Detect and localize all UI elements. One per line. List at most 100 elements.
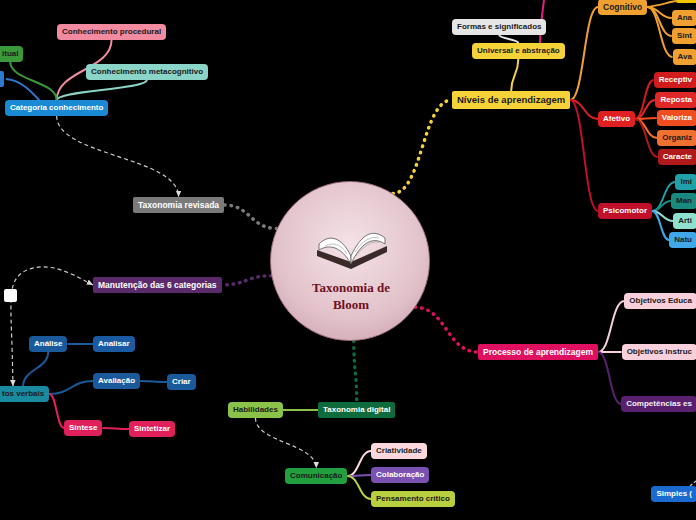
node-label: Receptiv <box>659 75 692 85</box>
topic-box: Comunicação <box>285 468 347 484</box>
topic-box: Receptiv <box>654 72 696 88</box>
branch-line <box>635 80 654 119</box>
topic-box: Afetivo <box>598 111 635 127</box>
node-label: Arti <box>678 216 692 226</box>
topic-box: Simples ( <box>651 486 696 502</box>
topic-box: Síntese <box>64 420 102 436</box>
node-label: Conhecimento metacognitivo <box>91 67 203 77</box>
topic-box: Objetivos Educa <box>624 293 696 309</box>
topic-box: Criar <box>167 374 196 390</box>
node-label: Universal e abstração <box>477 46 560 56</box>
topic-box: Colaboração <box>371 467 429 483</box>
node-label: Afetivo <box>603 114 630 124</box>
topic-box: Cognitivo <box>598 0 647 15</box>
node-label: Ana <box>677 13 692 23</box>
node-label: Pensamento crítico <box>376 494 450 504</box>
node-label: itual <box>2 49 18 59</box>
branch-stub <box>645 1 676 7</box>
topic-box: Pensamento crítico <box>371 491 455 507</box>
node-label: Manutenção das 6 categorias <box>98 280 217 290</box>
branch-box: Taxonomia revisada <box>133 197 224 213</box>
dotted-branch <box>224 205 277 228</box>
branch-line <box>283 409 318 411</box>
node-label: Análise <box>34 339 62 349</box>
topic-box: Valoriza <box>657 110 696 126</box>
branch-line <box>140 381 167 382</box>
topic-box: Formas e significados <box>452 19 546 35</box>
node-label: Taxonomia revisada <box>138 200 219 210</box>
node-label: tos verbais <box>2 389 44 399</box>
branch-line <box>499 35 518 43</box>
cut-box <box>0 71 4 87</box>
branch-line <box>570 7 598 100</box>
branch-line <box>598 301 624 352</box>
cut-box <box>676 0 696 3</box>
topic-box: Ava <box>673 49 696 65</box>
topic-box: Objetivos instruc <box>622 344 696 360</box>
topic-box: Analisar <box>93 336 135 352</box>
branch-line <box>347 476 371 499</box>
node-label: Psicomotor <box>603 206 647 216</box>
node-label: Cognitivo <box>603 2 642 12</box>
node-label: Avaliação <box>98 376 135 386</box>
node-label: Sínt <box>677 31 692 41</box>
branch-line <box>511 59 518 91</box>
topic-box: Criatividade <box>371 443 427 459</box>
node-label: Criar <box>172 377 191 387</box>
branch-line <box>102 428 129 429</box>
topic-box: Análise <box>29 336 67 352</box>
node-label: Sintetizar <box>134 424 170 434</box>
branch-line <box>49 394 64 428</box>
topic-box: Psicomotor <box>598 203 652 219</box>
node-label: Man <box>676 196 692 206</box>
node-label: Categoria conhecimento <box>10 103 103 113</box>
topic-box: Habilidades <box>228 402 283 418</box>
topic-box: Sínt <box>672 28 696 44</box>
topic-box: Natu <box>669 232 696 248</box>
node-label: Natu <box>674 235 692 245</box>
branch-line <box>652 201 671 211</box>
branch-box: Níveis de aprendizagem <box>452 91 570 108</box>
dashed-arrow <box>11 267 93 386</box>
book-page <box>351 233 385 264</box>
branch-line <box>635 119 658 157</box>
page-lines <box>325 238 380 256</box>
node-label: Caracte <box>663 152 692 162</box>
node-label: Imi <box>680 177 692 187</box>
topic-box: tos verbais <box>0 386 49 402</box>
branch-line <box>49 381 93 394</box>
topic-box: Universal e abstração <box>472 43 565 59</box>
topic-box: itual <box>0 46 23 62</box>
node-label: Ava <box>678 52 692 62</box>
central-topic: Taxonomia de Bloom <box>270 181 430 341</box>
dashed-arrow <box>255 418 316 468</box>
topic-box: Organiz <box>657 130 696 146</box>
node-label: Processo de aprendizagem <box>483 347 593 357</box>
topic-box: Reposta <box>655 92 696 108</box>
node-label: Habilidades <box>233 405 278 415</box>
book-page <box>319 238 351 264</box>
topic-box: Conhecimento procedural <box>57 24 166 40</box>
node-label: Objetivos instruc <box>627 347 692 357</box>
dotted-branch <box>393 100 452 193</box>
node-label: Formas e significados <box>457 22 541 32</box>
branch-line <box>647 7 672 57</box>
dotted-branch <box>415 307 478 352</box>
dotted-branch <box>222 276 272 285</box>
marker-square <box>4 289 17 302</box>
node-label: Colaboração <box>376 470 424 480</box>
branch-line <box>23 352 48 386</box>
node-label: Objetivos Educa <box>629 296 692 306</box>
branch-box: Taxonomia digital <box>318 402 395 418</box>
node-label: Simples ( <box>656 489 692 499</box>
topic-box: Sintetizar <box>129 421 175 437</box>
node-label: Reposta <box>660 95 692 105</box>
node-label: Competências es <box>626 399 692 409</box>
node-label: Comunicação <box>290 471 342 481</box>
branch-line <box>67 343 93 345</box>
branch-line <box>10 62 56 100</box>
topic-box: Man <box>671 193 696 209</box>
node-label: Conhecimento procedural <box>62 27 161 37</box>
branch-line <box>635 100 655 119</box>
topic-box: Avaliação <box>93 373 140 389</box>
